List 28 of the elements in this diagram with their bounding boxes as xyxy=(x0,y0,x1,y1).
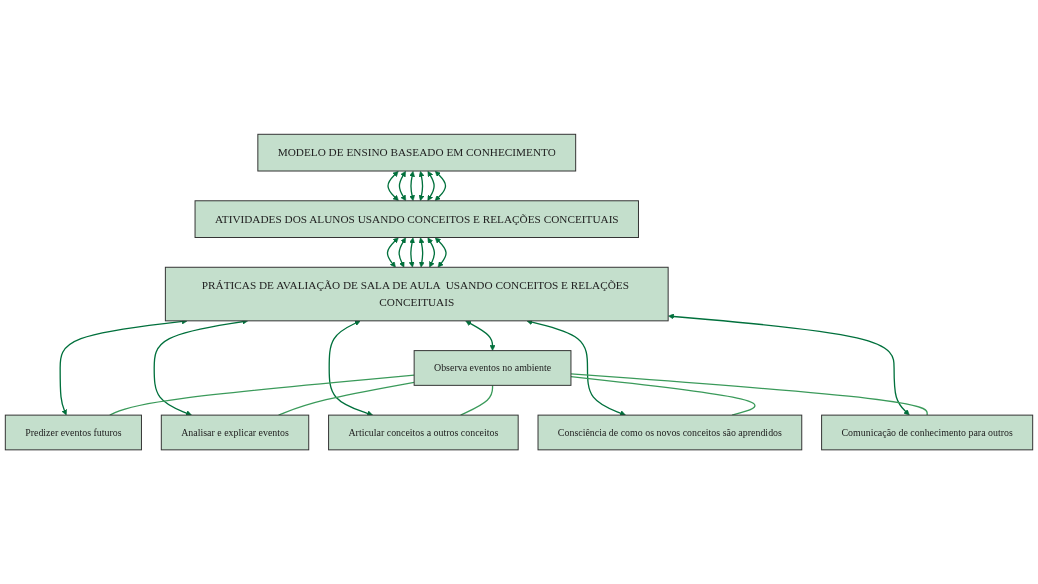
node-box: Analisar e explicar eventos xyxy=(160,414,310,451)
arrow xyxy=(398,237,406,268)
node-box: Consciência de como os novos conceitos são aprendidos xyxy=(537,414,803,451)
arrow xyxy=(328,320,373,417)
node-box: Predizer eventos futuros xyxy=(4,414,142,451)
arrow xyxy=(386,237,399,268)
connector xyxy=(570,373,928,416)
arrow xyxy=(668,313,910,416)
node-box: Observa eventos no ambiente xyxy=(413,350,572,386)
node-box: Articular conceitos a outros conceitos xyxy=(328,414,519,451)
arrow xyxy=(526,319,626,416)
arrow xyxy=(434,237,447,268)
arrow xyxy=(387,170,399,201)
node-box: MODELO DE ENSINO BASEADO EM CONHECIMENTO xyxy=(257,133,577,172)
arrow xyxy=(434,170,447,201)
arrow xyxy=(418,170,425,201)
arrow xyxy=(398,170,407,201)
arrow xyxy=(409,170,415,201)
arrow xyxy=(427,237,436,268)
node-box: ATIVIDADES DOS ALUNOS USANDO CONCEITOS E RELAÇÕES CONCEITUAIS xyxy=(194,200,639,238)
connector xyxy=(109,374,415,416)
node-box: Comunicação de conhecimento para outros xyxy=(821,414,1034,451)
arrow xyxy=(427,170,435,201)
arrow xyxy=(465,320,496,351)
arrow xyxy=(418,237,425,268)
arrow xyxy=(408,237,415,268)
node-box: PRÁTICAS DE AVALIAÇÃO DE SALA DE AULA USANDO CONCEITOS E RELAÇÕES CONCEITUAIS xyxy=(164,266,669,322)
connector xyxy=(459,384,494,416)
